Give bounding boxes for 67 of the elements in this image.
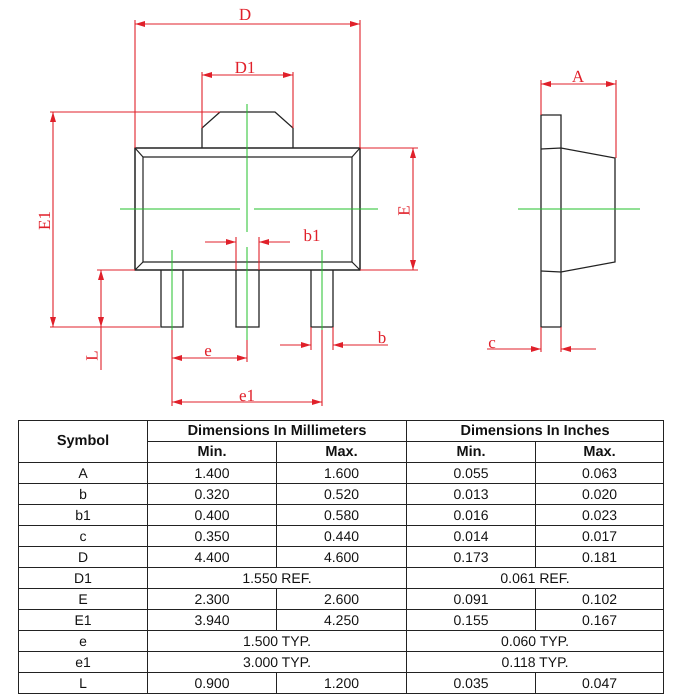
dimension-label: D [238,6,252,22]
dimension-value: 0.173 [406,546,536,568]
dimension-value: 4.250 [276,610,407,630]
symbol-label: D [18,546,148,568]
dimension-value: 0.014 [406,526,536,546]
dimension-value: 0.016 [406,504,536,526]
dimension-value: 0.900 [148,672,276,694]
dimension-value: 2.300 [148,588,276,610]
dimension-value: 0.440 [276,526,407,546]
dimension-value: 3.940 [148,610,276,630]
dimension-value: 0.181 [536,546,664,568]
dimension-value: 4.600 [276,546,407,568]
dimension-value: 0.023 [536,504,664,526]
column-header: Dimensions In Inches [406,420,664,442]
dimension-value: 0.520 [276,484,407,504]
dimension-value: 3.000 TYP. [148,652,407,672]
dimension-value: 0.061 REF. [406,568,664,588]
symbol-label: L [18,672,148,694]
dimension-value: 0.035 [406,672,536,694]
dimension-value: 1.500 TYP. [148,630,407,652]
column-header: Dimensions In Millimeters [148,420,407,442]
symbol-label: e1 [18,652,148,672]
dimension-label: b [378,328,386,346]
symbol-label: E1 [18,610,148,630]
column-header: Symbol [18,420,148,462]
dimension-value: 1.400 [148,462,276,484]
dimension-value: 1.550 REF. [148,568,407,588]
dimension-label: e1 [238,386,256,404]
dimension-value: 0.055 [406,462,536,484]
symbol-label: D1 [18,568,148,588]
dimension-label: E1 [36,210,52,230]
dimension-label: A [572,68,584,84]
dimension-value: 0.118 TYP. [406,652,664,672]
symbol-label: c [18,526,148,546]
dimension-value: 0.017 [536,526,664,546]
dimension-value: 0.091 [406,588,536,610]
dimension-label: D1 [234,58,256,76]
dimension-value: 0.102 [536,588,664,610]
dimension-label: E [396,204,412,216]
dimension-value: 0.580 [276,504,407,526]
dimension-label: L [84,350,100,360]
dimension-value: 0.400 [148,504,276,526]
column-header: Max. [536,442,664,462]
dimension-value: 0.047 [536,672,664,694]
dimension-label: c [488,334,496,350]
dimension-value: 1.200 [276,672,407,694]
symbol-label: b [18,484,148,504]
symbol-label: e [18,630,148,652]
dimension-value: 1.600 [276,462,407,484]
dimension-value: 0.020 [536,484,664,504]
dimension-value: 0.013 [406,484,536,504]
symbol-label: b1 [18,504,148,526]
dimension-value: 4.400 [148,546,276,568]
dimension-value: 0.350 [148,526,276,546]
dimension-label: e [204,342,212,358]
column-header: Min. [148,442,276,462]
dimension-value: 2.600 [276,588,407,610]
dimension-value: 0.060 TYP. [406,630,664,652]
dimension-value: 0.320 [148,484,276,504]
dimension-label: b1 [304,226,320,244]
column-header: Max. [276,442,407,462]
symbol-label: A [18,462,148,484]
column-header: Min. [406,442,536,462]
dimension-value: 0.063 [536,462,664,484]
dimension-value: 0.167 [536,610,664,630]
symbol-label: E [18,588,148,610]
dimension-value: 0.155 [406,610,536,630]
